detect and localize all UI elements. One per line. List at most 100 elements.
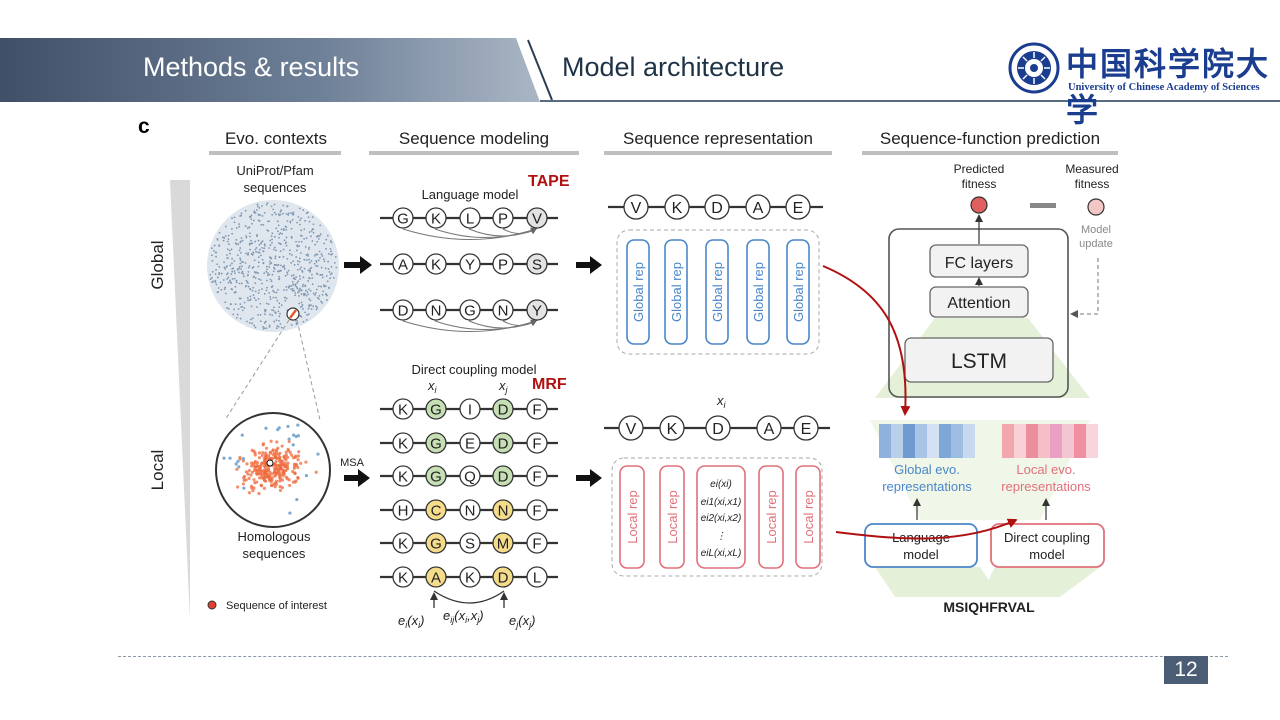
residue-node	[392, 253, 414, 275]
cloud-dot	[310, 308, 313, 310]
cloud-dot	[226, 265, 228, 267]
cloud-dot	[242, 272, 245, 275]
cloud-dot	[296, 260, 299, 262]
representation-cell	[1026, 424, 1038, 458]
rep-box-label: Local rep	[625, 490, 640, 543]
cloud-dot	[326, 299, 328, 301]
cloud-dot	[268, 266, 271, 268]
cloud-dot	[261, 240, 264, 243]
cloud-dot	[231, 232, 234, 235]
cloud-dot	[306, 313, 308, 316]
cluster-outlier-dot	[222, 456, 226, 460]
cloud-dot	[278, 306, 281, 309]
cloud-dot	[261, 215, 264, 217]
cloud-dot	[229, 264, 232, 267]
cloud-dot	[258, 206, 261, 209]
cloud-dot	[302, 276, 305, 279]
cluster-dot	[270, 476, 274, 480]
cloud-dot	[285, 212, 288, 215]
cloud-dot	[213, 249, 215, 252]
cloud-dot	[241, 305, 244, 308]
cluster-dot	[247, 491, 252, 495]
cloud-dot	[270, 280, 273, 283]
cloud-dot	[311, 216, 314, 218]
cloud-dot	[268, 273, 271, 276]
cloud-dot	[269, 239, 272, 242]
residue-node	[492, 432, 514, 454]
uniprot-label-1: UniProt/Pfam	[236, 163, 313, 178]
cloud-dot	[227, 307, 230, 310]
cloud-dot	[283, 266, 285, 268]
cloud-dot	[249, 235, 251, 238]
cloud-dot	[297, 216, 300, 218]
cloud-dot	[252, 252, 255, 254]
energy-term: eiL(xi,xL)	[701, 548, 742, 559]
cloud-dot	[309, 269, 311, 272]
cloud-dot	[314, 243, 317, 246]
cloud-dot	[238, 282, 241, 285]
cloud-dot	[247, 270, 250, 273]
cloud-dot	[239, 317, 242, 320]
cloud-dot	[288, 252, 291, 255]
residue-letter: F	[532, 502, 541, 519]
cloud-dot	[271, 285, 274, 288]
column-headers: Evo. contexts Sequence modeling Sequence…	[209, 129, 1118, 155]
residue-letter: H	[398, 502, 409, 519]
rep-box-label: Local rep	[801, 490, 816, 543]
cloud-dot	[308, 261, 311, 264]
cluster-outlier-dot	[286, 424, 290, 429]
cluster-dot	[275, 479, 279, 483]
residue-letter: C	[431, 502, 442, 519]
cloud-dot	[257, 265, 260, 268]
cloud-dot	[319, 233, 322, 236]
cloud-dot	[226, 272, 229, 275]
residue-letter: L	[466, 210, 474, 227]
residue-node	[425, 566, 447, 588]
rep-box-label: Global rep	[631, 262, 646, 322]
global-evo-label-1: Global evo.	[894, 462, 960, 477]
cloud-dot	[292, 284, 295, 286]
cloud-dot	[329, 273, 332, 276]
cloud-dot	[274, 213, 277, 216]
cloud-dot	[230, 228, 233, 230]
residue-letter: F	[532, 535, 541, 552]
cluster-dot	[270, 472, 274, 476]
residue-node	[492, 532, 514, 554]
residue-node	[526, 299, 548, 321]
cloud-dot	[318, 250, 321, 253]
cloud-dot	[283, 264, 286, 267]
rep-box	[659, 465, 685, 569]
residue-node	[392, 299, 414, 321]
cluster-dot	[273, 474, 277, 478]
cloud-dot	[290, 274, 293, 277]
cloud-dot	[227, 238, 230, 241]
cloud-dot	[257, 239, 260, 242]
cloud-dot	[216, 238, 219, 240]
cloud-dot	[211, 276, 213, 279]
cloud-dot	[260, 254, 262, 257]
homologous-cluster-dots	[222, 423, 320, 515]
cloud-dot	[330, 265, 333, 268]
cloud-dot	[285, 285, 288, 288]
cluster-dot	[289, 453, 294, 457]
residue-letter: K	[398, 468, 408, 485]
homologous-cluster-circle	[215, 412, 331, 528]
residue-node	[492, 499, 514, 521]
global-evo-label-2: representations	[882, 479, 972, 494]
residue-letter: G	[464, 302, 476, 319]
cluster-dot	[296, 454, 300, 458]
cluster-dot	[288, 483, 292, 488]
cloud-dot	[241, 239, 244, 242]
cloud-dot	[219, 281, 222, 284]
cloud-dot	[239, 259, 242, 261]
cloud-dot	[299, 268, 302, 271]
cluster-dot	[271, 453, 275, 457]
representation-cell	[1086, 424, 1098, 458]
cluster-dot	[276, 446, 280, 450]
cloud-dot	[220, 288, 223, 291]
cloud-dot	[233, 291, 236, 294]
rep-box-label: Global rep	[710, 262, 725, 322]
cloud-dot	[250, 214, 253, 217]
cloud-dot	[269, 256, 271, 259]
cloud-dot	[297, 291, 299, 294]
